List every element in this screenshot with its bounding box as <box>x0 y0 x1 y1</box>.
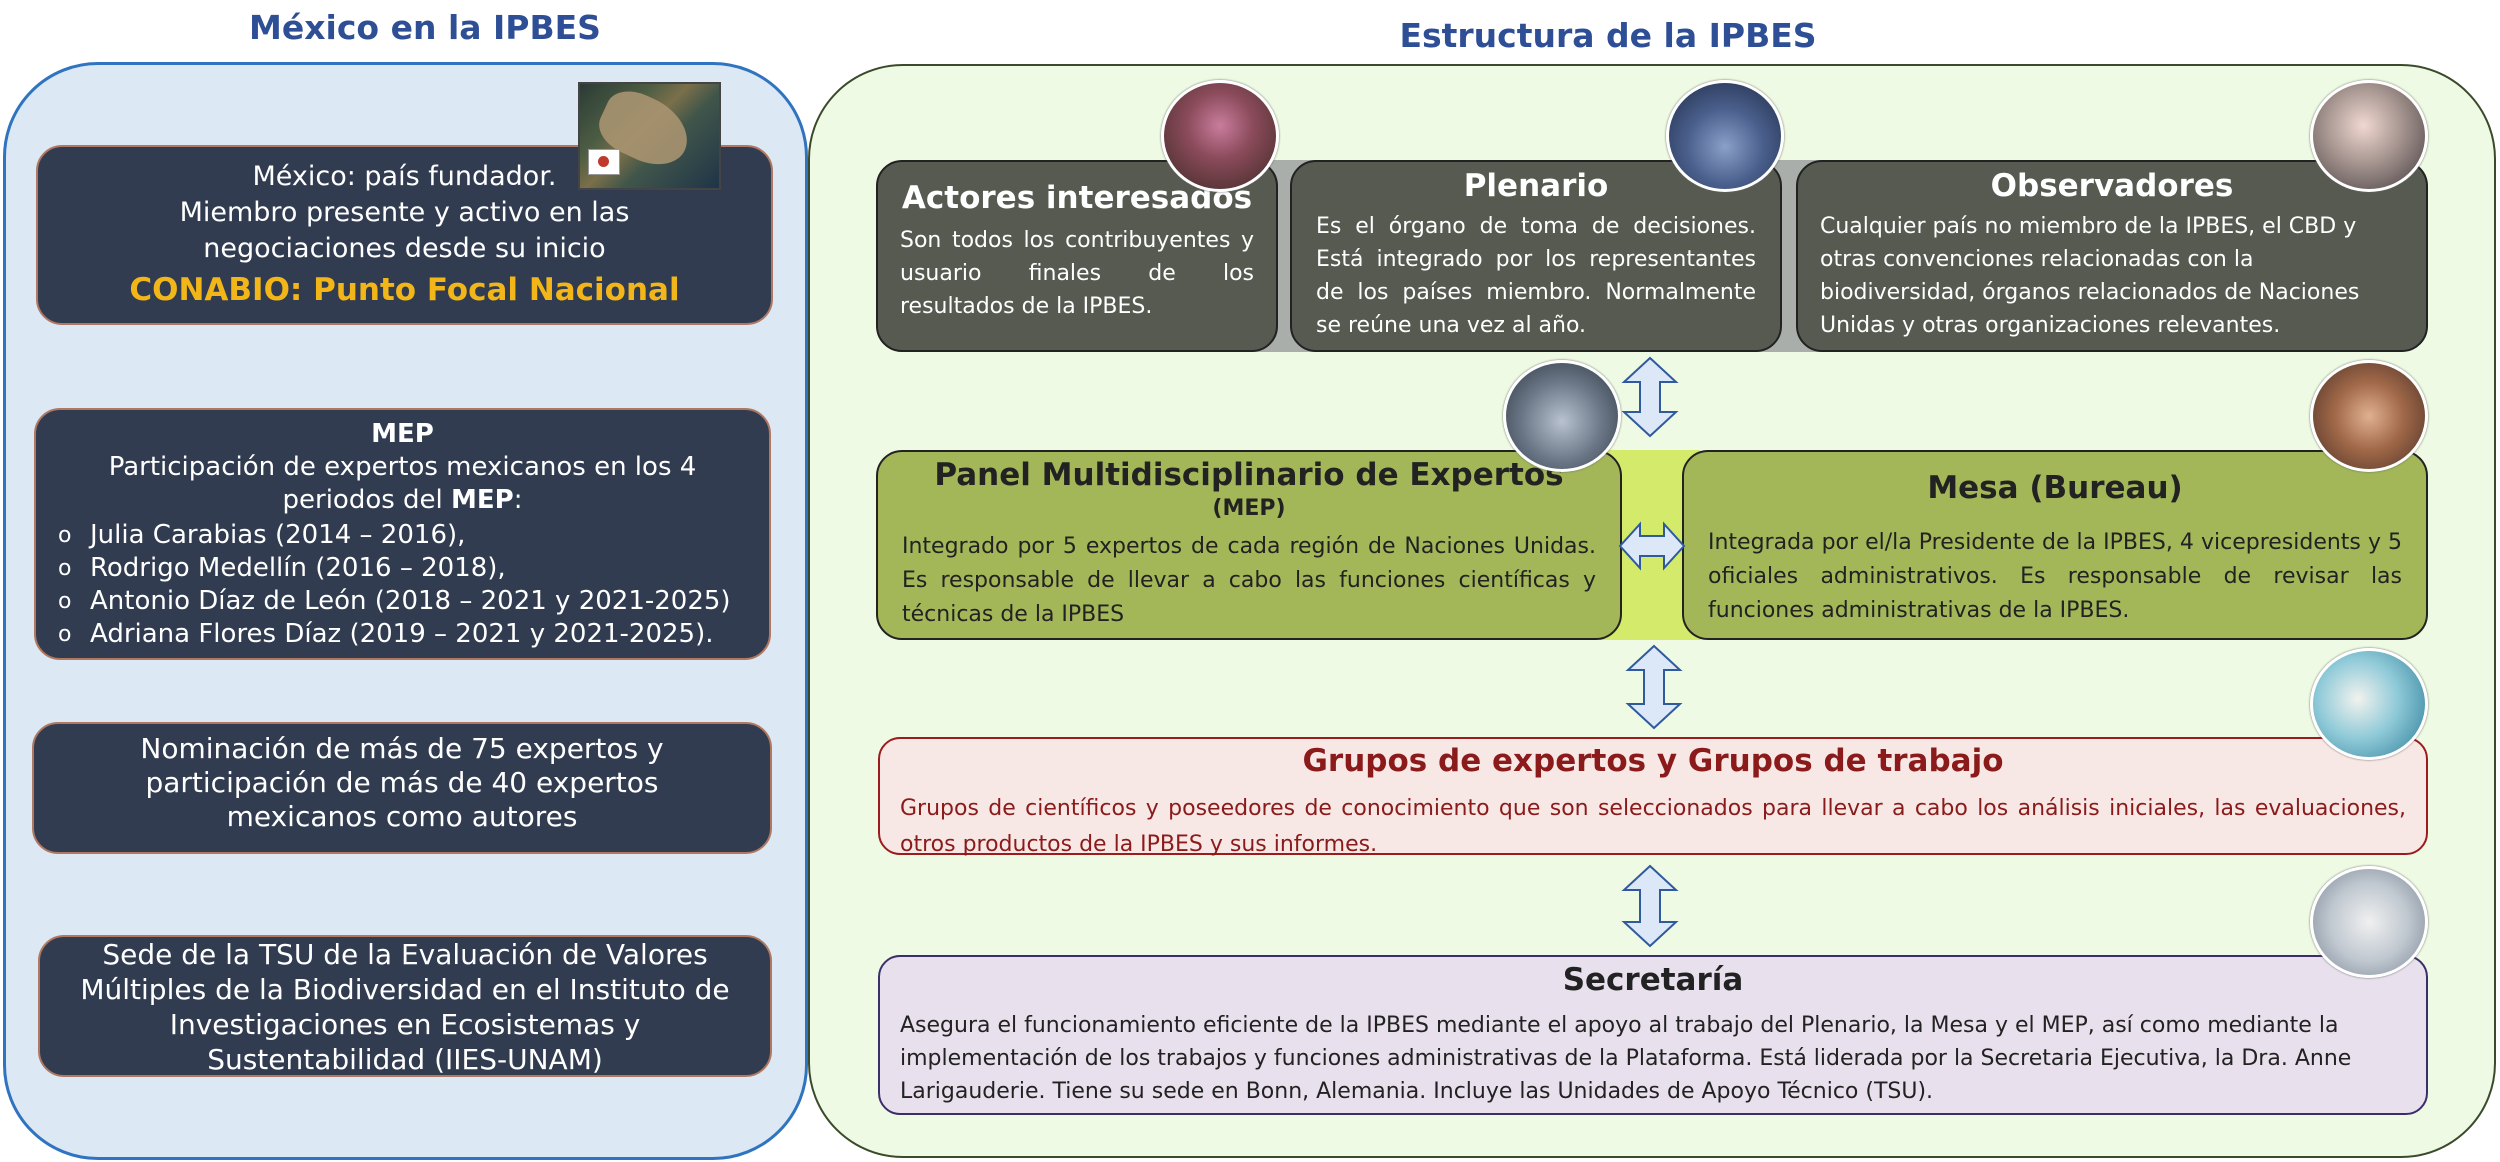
secretaria-box: Secretaría Asegura el funcionamiento efi… <box>878 955 2428 1115</box>
plenario-title: Plenario <box>1463 168 1609 204</box>
actores-box: Actores interesados Son todos los contri… <box>876 160 1278 352</box>
mep-intro-suffix: : <box>513 485 523 515</box>
mep-panel-title: Panel Multidisciplinario de Expertos <box>934 457 1564 493</box>
left-title: México en la IPBES <box>249 8 601 47</box>
mep-intro-prefix: Participación de expertos mexicanos en l… <box>108 452 697 515</box>
founder-box: México: país fundador. Miembro presente … <box>36 145 773 325</box>
mep-expert-list: Julia Carabias (2014 – 2016), Rodrigo Me… <box>36 519 769 651</box>
mesa-photo <box>2310 360 2428 472</box>
right-title: Estructura de la IPBES <box>1399 16 1817 55</box>
list-item: Julia Carabias (2014 – 2016), <box>58 519 769 552</box>
nomination-box: Nominación de más de 75 expertos y parti… <box>32 722 772 854</box>
list-item: Adriana Flores Díaz (2019 – 2021 y 2021-… <box>58 618 769 651</box>
arrow-shape <box>1621 864 1679 948</box>
double-arrow-vertical-icon <box>1621 356 1679 438</box>
mep-intro: Participación de expertos mexicanos en l… <box>36 451 769 517</box>
mep-panel-box: Panel Multidisciplinario de Expertos (ME… <box>876 450 1622 640</box>
founder-line: México: país fundador. <box>252 161 557 192</box>
observadores-title: Observadores <box>1990 168 2234 204</box>
secretaria-text: Asegura el funcionamiento eficiente de l… <box>900 1013 2352 1104</box>
mesa-box: Mesa (Bureau) Integrada por el/la Presid… <box>1682 450 2428 640</box>
mep-box: MEP Participación de expertos mexicanos … <box>34 408 771 660</box>
tsu-text: Sede de la TSU de la Evaluación de Valor… <box>80 938 730 1076</box>
list-item: Rodrigo Medellín (2016 – 2018), <box>58 552 769 585</box>
mesa-title: Mesa (Bureau) <box>1927 470 2183 506</box>
mesa-text: Integrada por el/la Presidente de la IPB… <box>1708 530 2402 623</box>
list-item: Antonio Díaz de León (2018 – 2021 y 2021… <box>58 585 769 618</box>
double-arrow-vertical-icon <box>1625 644 1683 730</box>
plenario-box: Plenario Es el órgano de toma de decisio… <box>1290 160 1782 352</box>
arrow-shape <box>1621 356 1679 438</box>
tsu-box: Sede de la TSU de la Evaluación de Valor… <box>38 935 772 1077</box>
double-arrow-horizontal-icon <box>1618 521 1686 571</box>
grupos-photo <box>2310 648 2428 760</box>
observadores-text: Cualquier país no miembro de la IPBES, e… <box>1820 214 2360 338</box>
mep-panel-text: Integrado por 5 expertos de cada región … <box>902 534 1596 627</box>
arrow-shape <box>1618 521 1686 571</box>
actores-text: Son todos los contribuyentes y usuario f… <box>900 228 1254 319</box>
actores-photo <box>1161 80 1279 192</box>
mep-intro-bold: MEP <box>451 485 514 515</box>
mep-heading: MEP <box>371 419 434 449</box>
grupos-text: Grupos de científicos y poseedores de co… <box>900 796 2406 857</box>
grupos-box: Grupos de expertos y Grupos de trabajo G… <box>878 737 2428 857</box>
double-arrow-vertical-icon <box>1621 864 1679 948</box>
secretaria-title: Secretaría <box>1562 962 1744 998</box>
observadores-photo <box>2310 80 2428 192</box>
mexico-map-image <box>578 82 721 190</box>
arrow-shape <box>1625 644 1683 730</box>
secretaria-photo <box>2310 866 2428 978</box>
mep-panel-photo <box>1503 360 1621 472</box>
nomination-text: Nominación de más de 75 expertos y parti… <box>140 732 664 833</box>
plenario-photo <box>1666 80 1784 192</box>
grupos-title: Grupos de expertos y Grupos de trabajo <box>1302 743 2004 779</box>
plenario-text: Es el órgano de toma de decisiones. Está… <box>1316 214 1756 338</box>
focal-point-label: CONABIO: Punto Focal Nacional <box>129 272 680 308</box>
mep-panel-subtitle: (MEP) <box>1212 496 1286 521</box>
observadores-box: Observadores Cualquier país no miembro d… <box>1796 160 2428 352</box>
member-line: Miembro presente y activo en las negocia… <box>179 197 630 264</box>
mexico-flag-icon <box>588 149 620 175</box>
